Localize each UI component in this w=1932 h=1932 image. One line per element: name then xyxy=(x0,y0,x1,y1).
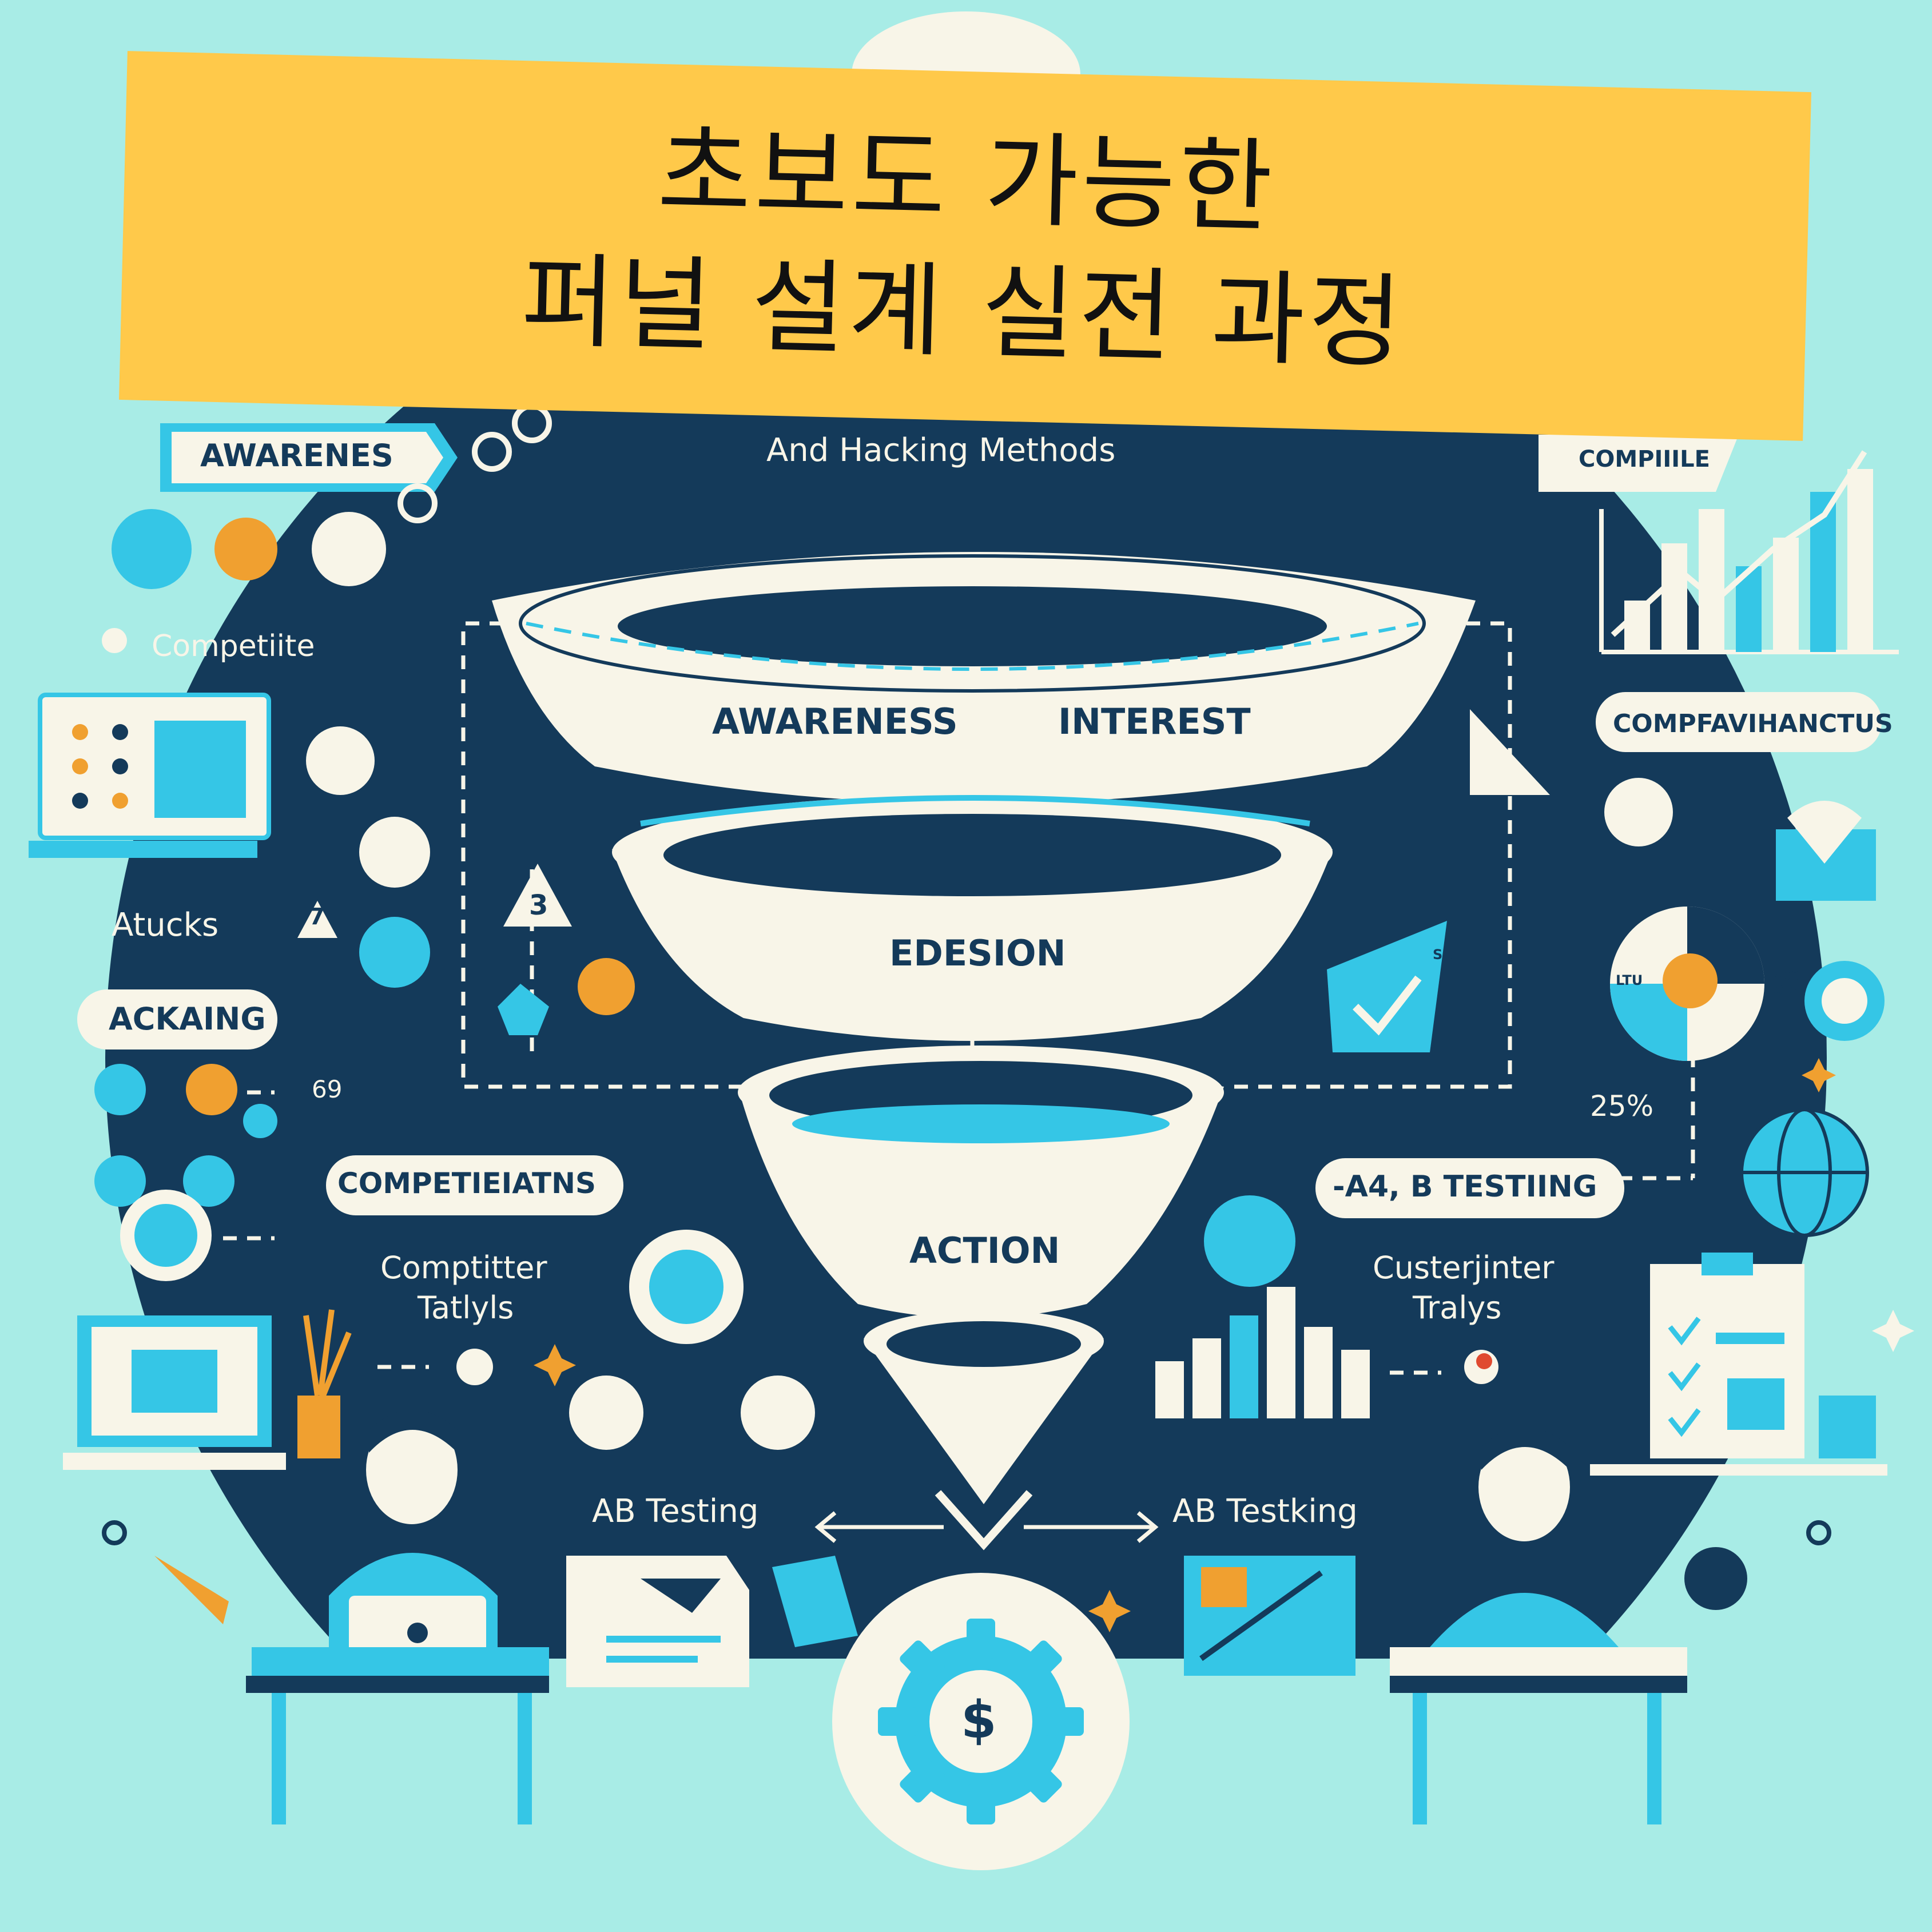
banner-title-line-2: 퍼널 설계 실전 과정 xyxy=(520,242,1407,382)
sparkle-decorations xyxy=(102,1058,1914,1632)
subtitle-text: And Hacking Methods xyxy=(766,432,1116,469)
dollar-sign: $ xyxy=(961,1690,997,1750)
label-tatlyls: Tatlyls xyxy=(418,1290,514,1326)
funnel xyxy=(492,552,1476,1551)
dollar-gear-icon xyxy=(832,1573,1130,1870)
label-custerjinter: Custerjinter xyxy=(1373,1250,1555,1286)
checklist-icon xyxy=(1590,1253,1887,1476)
check-tag: SU xyxy=(1433,947,1454,963)
label-competiite: Competiite xyxy=(152,629,315,663)
title-banner: 초보도 가능한 퍼널 설계 실전 과정 xyxy=(118,51,1812,441)
left-icon-circles xyxy=(94,403,815,1450)
label-ab-testing-left: AB Testing xyxy=(592,1493,759,1530)
laptop-icon-bottom-left xyxy=(63,1309,352,1470)
badge-69: 69 xyxy=(312,1075,343,1103)
label-comptitter: Comptitter xyxy=(380,1250,547,1286)
bottom-documents xyxy=(566,1556,1355,1687)
center-bar-chart xyxy=(1155,1287,1370,1418)
tag-compiiile: COMPIIILE xyxy=(1579,446,1710,472)
label-competieiatns: COMPETIEIATNS xyxy=(337,1167,597,1200)
label-ackaing: ACKAING xyxy=(109,1001,266,1037)
banner-title-line-1: 초보도 가능한 xyxy=(656,113,1278,247)
funnel-tier-4 xyxy=(864,1324,1104,1504)
label-atucks: Atucks xyxy=(112,907,219,944)
pie-label-right: $00 OIS xyxy=(1773,969,1799,998)
left-pills xyxy=(77,423,1882,1218)
right-icons xyxy=(1204,709,1885,1384)
laptop-dashboard-icon xyxy=(29,693,271,858)
label-ab-testing-pill: -A4, B TESTIING xyxy=(1333,1170,1597,1204)
label-tralys: Tralys xyxy=(1413,1290,1502,1326)
down-chevron xyxy=(935,1490,1033,1551)
funnel-label-action: ACTION xyxy=(909,1230,1060,1271)
person-left xyxy=(246,1410,549,1824)
person-right xyxy=(1390,1427,1687,1824)
label-compfavihanctus: COMPFAVIHANCTUS xyxy=(1613,709,1893,738)
pie-label-left: LTU xyxy=(1616,972,1643,988)
funnel-label-interest: INTEREST xyxy=(1058,701,1251,742)
badge-7: 7 xyxy=(309,904,325,930)
bar-chart-icon xyxy=(1599,450,1899,654)
label-percent: 25% xyxy=(1590,1090,1654,1123)
funnel-label-edesion: EDESION xyxy=(889,932,1066,974)
tag-awarenes: AWARENES xyxy=(200,438,393,474)
badge-3: 3 xyxy=(529,889,548,921)
funnel-label-awareness: AWARENESS xyxy=(712,701,958,742)
label-ab-testking: AB Testking xyxy=(1172,1493,1358,1530)
